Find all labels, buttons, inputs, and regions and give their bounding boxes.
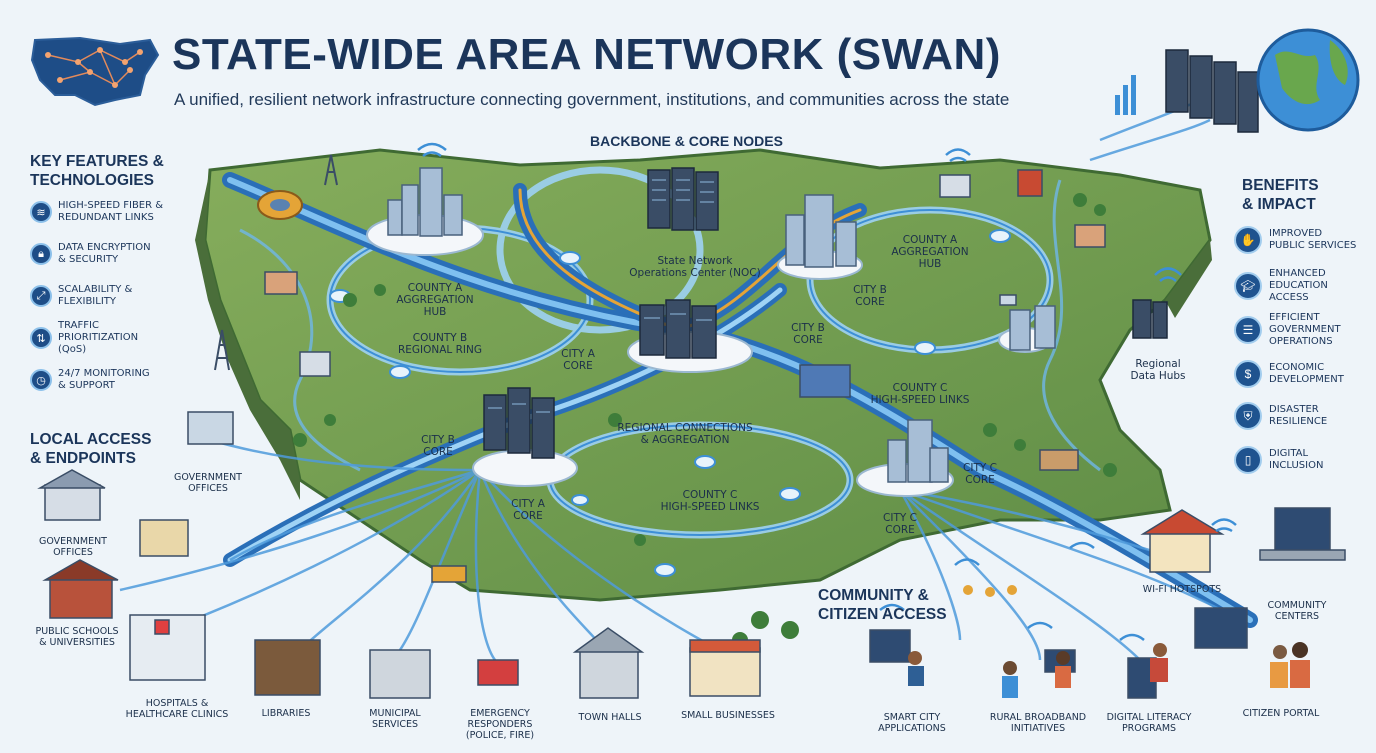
city-b-core-mid-label: CITY B CORE bbox=[791, 322, 825, 346]
feature-item-monitoring: ◷ 24/7 MONITORING & SUPPORT bbox=[30, 368, 150, 392]
globe-icon bbox=[1256, 28, 1360, 132]
benefit-item-inclusion: ▯ DIGITAL INCLUSION bbox=[1234, 446, 1323, 474]
benefit-item-education: 🎓︎ ENHANCED EDUCATION ACCESS bbox=[1234, 268, 1328, 304]
traffic-icon: ⇅ bbox=[30, 327, 52, 349]
benefit-label: IMPROVED PUBLIC SERVICES bbox=[1269, 228, 1357, 251]
citizen-portal-label: CITIZEN PORTAL bbox=[1242, 708, 1320, 719]
regional-connections-label: REGIONAL CONNECTIONS & AGGREGATION bbox=[617, 422, 753, 446]
benefit-item-economic: $ ECONOMIC DEVELOPMENT bbox=[1234, 360, 1344, 388]
county-c-links-upper-label: COUNTY C HIGH-SPEED LINKS bbox=[870, 382, 970, 406]
county-a-hub-left-label: COUNTY A AGGREGATION HUB bbox=[396, 282, 474, 318]
us-map-icon bbox=[30, 36, 160, 107]
libraries-label: LIBRARIES bbox=[261, 708, 311, 719]
regional-data-hubs-label: Regional Data Hubs bbox=[1130, 358, 1186, 382]
key-features-heading: KEY FEATURES & TECHNOLOGIES bbox=[30, 153, 164, 189]
backbone-heading: BACKBONE & CORE NODES bbox=[590, 133, 783, 149]
county-a-hub-right-label: COUNTY A AGGREGATION HUB bbox=[891, 234, 969, 270]
page-subtitle: A unified, resilient network infrastruct… bbox=[174, 90, 1010, 109]
benefits-heading: BENEFITS & IMPACT bbox=[1242, 177, 1319, 213]
page-title: STATE-WIDE AREA NETWORK (SWAN) bbox=[172, 30, 1001, 79]
feature-item-scalability: ⤢ SCALABILITY & FLEXIBILITY bbox=[30, 284, 132, 308]
small-business-label: SMALL BUSINESSES bbox=[681, 710, 775, 721]
server-racks bbox=[483, 49, 1259, 459]
endpoint-links bbox=[119, 98, 1241, 661]
feature-item-fiber: ≋ HIGH-SPEED FIBER & REDUNDANT LINKS bbox=[30, 200, 163, 224]
gov-offices-lower-label: GOVERNMENT OFFICES bbox=[39, 536, 107, 558]
rural-broadband-label: RURAL BROADBAND INITIATIVES bbox=[989, 712, 1087, 734]
benefit-item-government: ☰ EFFICIENT GOVERNMENT OPERATIONS bbox=[1234, 312, 1341, 348]
city-a-core-mid-label: CITY A CORE bbox=[561, 348, 595, 372]
benefit-item-services: ✋ IMPROVED PUBLIC SERVICES bbox=[1234, 226, 1356, 254]
money-icon: $ bbox=[1234, 360, 1262, 388]
county-c-links-lower-label: COUNTY C HIGH-SPEED LINKS bbox=[660, 489, 760, 513]
graduation-icon: 🎓︎ bbox=[1234, 272, 1262, 300]
benefit-label: DIGITAL INCLUSION bbox=[1269, 448, 1324, 471]
feature-label: SCALABILITY & FLEXIBILITY bbox=[58, 284, 133, 307]
feature-label: TRAFFIC PRIORITIZATION (QoS) bbox=[58, 320, 139, 355]
city-buildings bbox=[387, 167, 1056, 483]
city-c-core-lower-label: CITY C CORE bbox=[883, 512, 917, 536]
lock-icon: 🔒︎ bbox=[30, 243, 52, 265]
municipal-label: MUNICIPAL SERVICES bbox=[369, 708, 421, 730]
benefit-label: ECONOMIC DEVELOPMENT bbox=[1269, 362, 1344, 385]
trees bbox=[293, 193, 1117, 648]
bar-chart-icon bbox=[1115, 75, 1136, 115]
shield-icon: ⛨ bbox=[1234, 402, 1262, 430]
service-icon: ✋ bbox=[1234, 226, 1262, 254]
feature-item-encryption: 🔒︎ DATA ENCRYPTION & SECURITY bbox=[30, 242, 151, 266]
fiber-icon: ≋ bbox=[30, 201, 52, 223]
clock-icon: ◷ bbox=[30, 369, 52, 391]
city-c-core-right-label: CITY C CORE bbox=[963, 462, 997, 486]
feature-label: DATA ENCRYPTION & SECURITY bbox=[58, 242, 151, 265]
expand-icon: ⤢ bbox=[30, 285, 52, 307]
endpoint-buildings bbox=[37, 169, 1346, 699]
benefit-label: EFFICIENT GOVERNMENT OPERATIONS bbox=[1269, 312, 1341, 347]
city-b-core-left-label: CITY B CORE bbox=[421, 434, 455, 458]
feature-item-qos: ⇅ TRAFFIC PRIORITIZATION (QoS) bbox=[30, 320, 138, 356]
emergency-label: EMERGENCY RESPONDERS (POLICE, FIRE) bbox=[465, 708, 535, 741]
benefit-label: DISASTER RESILIENCE bbox=[1269, 404, 1328, 427]
hospitals-label: HOSPITALS & HEALTHCARE CLINICS bbox=[125, 698, 229, 720]
city-b-core-upper-label: CITY B CORE bbox=[853, 284, 887, 308]
fiber-cable-bundle bbox=[257, 190, 303, 220]
city-a-core-lower-label: CITY A CORE bbox=[511, 498, 545, 522]
community-heading: COMMUNITY & CITIZEN ACCESS bbox=[818, 587, 947, 623]
town-halls-label: TOWN HALLS bbox=[578, 712, 642, 723]
digital-literacy-label: DIGITAL LITERACY PROGRAMS bbox=[1106, 712, 1192, 734]
feature-label: 24/7 MONITORING & SUPPORT bbox=[58, 368, 150, 391]
smart-city-label: SMART CITY APPLICATIONS bbox=[878, 712, 946, 734]
feature-label: HIGH-SPEED FIBER & REDUNDANT LINKS bbox=[58, 200, 164, 223]
wifi-hotspots-label: WI-FI HOTSPOTS bbox=[1142, 584, 1222, 595]
wifi-icons bbox=[417, 142, 1237, 641]
people-figures bbox=[908, 585, 1310, 698]
local-access-heading: LOCAL ACCESS & ENDPOINTS bbox=[30, 431, 152, 467]
benefit-item-resilience: ⛨ DISASTER RESILIENCE bbox=[1234, 402, 1327, 430]
schools-label: PUBLIC SCHOOLS & UNIVERSITIES bbox=[35, 626, 119, 648]
community-centers-label: COMMUNITY CENTERS bbox=[1267, 600, 1327, 622]
tablet-icon: ▯ bbox=[1234, 446, 1262, 474]
gov-offices-upper-label: GOVERNMENT OFFICES bbox=[174, 472, 242, 494]
benefit-label: ENHANCED EDUCATION ACCESS bbox=[1269, 268, 1328, 303]
cell-towers bbox=[214, 154, 338, 371]
county-b-ring-label: COUNTY B REGIONAL RING bbox=[397, 332, 483, 356]
noc-label: State Network Operations Center (NOC) bbox=[629, 255, 761, 279]
document-icon: ☰ bbox=[1234, 316, 1262, 344]
